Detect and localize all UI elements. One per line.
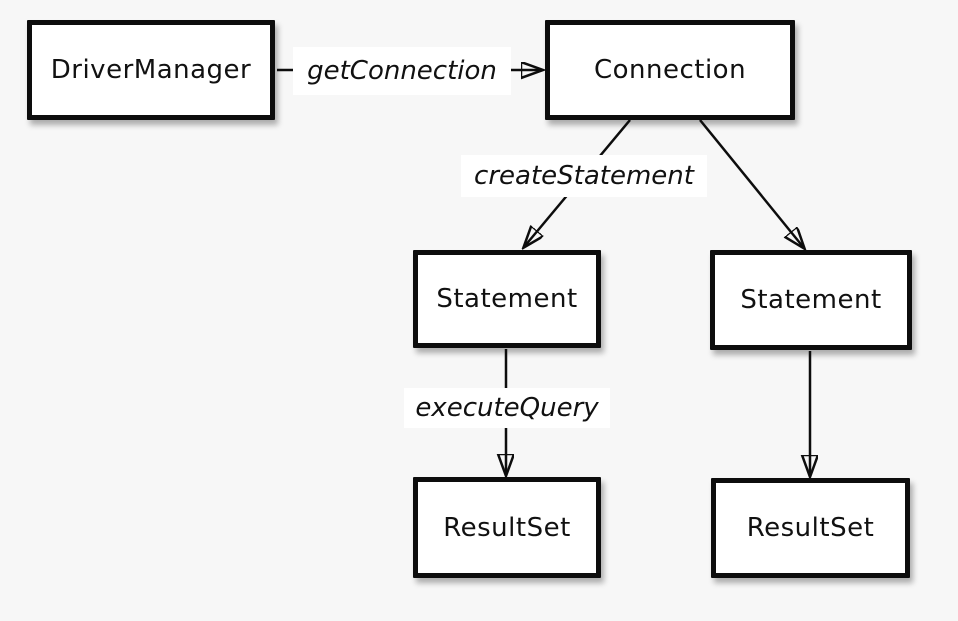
edge-label-getconnection: getConnection <box>293 47 511 95</box>
node-connection: Connection <box>545 20 795 120</box>
node-drivermanager-label: DriverManager <box>50 55 252 85</box>
node-statement-right: Statement <box>710 250 912 350</box>
node-statement-left-label: Statement <box>436 284 578 314</box>
node-resultset-right: ResultSet <box>711 478 910 578</box>
node-drivermanager: DriverManager <box>27 20 275 120</box>
node-statement-right-label: Statement <box>740 285 882 315</box>
edge-label-createstatement: createStatement <box>461 155 707 197</box>
node-statement-left: Statement <box>413 250 601 348</box>
node-resultset-right-label: ResultSet <box>746 513 875 543</box>
node-resultset-left: ResultSet <box>413 477 601 578</box>
edge-label-executequery: executeQuery <box>404 388 610 428</box>
edge-connection-statement-right-arrow <box>699 119 804 248</box>
node-connection-label: Connection <box>593 55 747 85</box>
node-resultset-left-label: ResultSet <box>443 512 571 543</box>
